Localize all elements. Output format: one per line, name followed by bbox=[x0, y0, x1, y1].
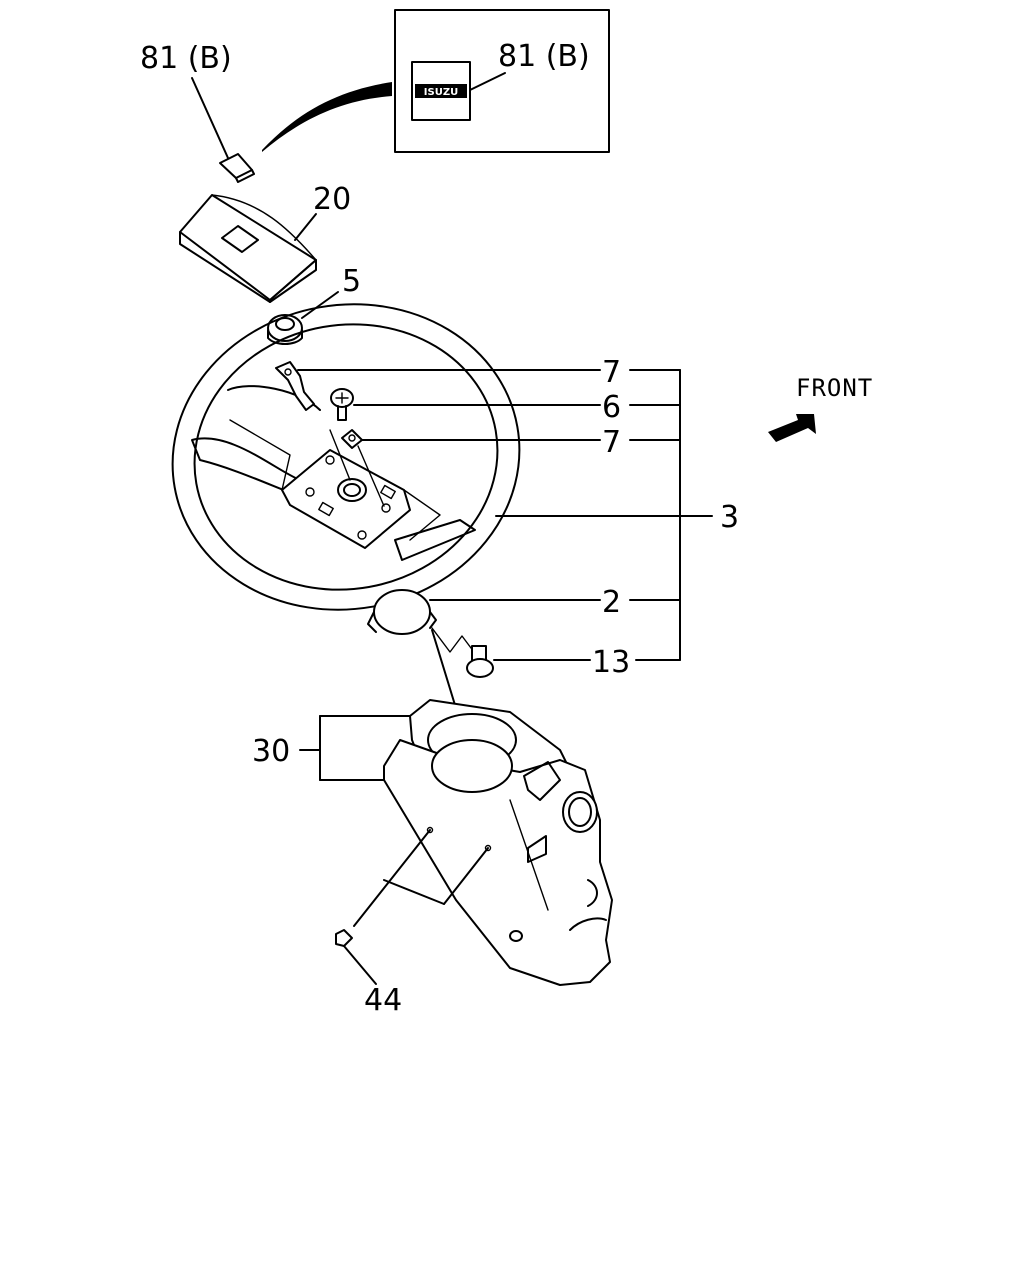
hub-center-ring bbox=[337, 478, 367, 502]
inset-frame bbox=[394, 9, 610, 153]
nut-hole bbox=[275, 317, 295, 331]
label-81b-left: 81 (B) bbox=[140, 41, 232, 76]
screw-cross bbox=[335, 392, 349, 404]
bolt-head bbox=[466, 658, 494, 678]
label-13: 13 bbox=[592, 645, 630, 680]
part-81b-emblem: 81 (B) bbox=[140, 41, 255, 183]
emblem-bar bbox=[415, 84, 467, 98]
lower-cover-latch bbox=[523, 761, 561, 801]
ring-tab-left bbox=[367, 611, 377, 633]
nut-side bbox=[267, 329, 303, 345]
screw-44-head bbox=[335, 929, 353, 947]
lower-cover-opening bbox=[431, 739, 513, 793]
label-6: 6 bbox=[602, 390, 621, 425]
ring-tab-right bbox=[429, 611, 437, 629]
clip-top-hole bbox=[284, 368, 292, 376]
label-30: 30 bbox=[252, 734, 290, 769]
leader-44 bbox=[343, 945, 377, 985]
label-3: 3 bbox=[720, 500, 739, 535]
hub-hole-4 bbox=[357, 530, 367, 540]
wheel-rim-inner bbox=[193, 323, 499, 591]
label-2: 2 bbox=[602, 585, 621, 620]
label-44: 44 bbox=[364, 983, 402, 1018]
part-7-clip-bottom: 7 bbox=[329, 425, 621, 507]
part-13-bolt: 13 bbox=[431, 627, 630, 680]
part-7-clip-top: 7 bbox=[275, 355, 621, 411]
hub-center-hole bbox=[343, 483, 361, 497]
lower-cover-slot bbox=[527, 835, 547, 863]
part-3-steering-wheel: 3 bbox=[171, 303, 739, 611]
wheel-rim-outer bbox=[171, 303, 521, 611]
label-5: 5 bbox=[342, 264, 361, 299]
lower-cover-notch-2 bbox=[569, 917, 607, 931]
lower-cover-crease bbox=[509, 799, 549, 911]
screw-44-guide-2 bbox=[443, 847, 489, 905]
screw-shank bbox=[337, 405, 347, 421]
label-81b-inset: 81 (B) bbox=[498, 39, 590, 74]
group-bracket-right bbox=[629, 369, 681, 661]
hub-slot-1 bbox=[318, 501, 334, 517]
leader-81b-left bbox=[191, 77, 229, 159]
horn-pad-ridge bbox=[211, 194, 317, 261]
clip-bottom-guide-2 bbox=[357, 445, 385, 507]
ring-outer bbox=[373, 589, 431, 635]
hub-hole-2 bbox=[381, 503, 391, 513]
leader-81b-inset bbox=[469, 72, 506, 91]
label-7-top: 7 bbox=[602, 355, 621, 390]
bolt-guide bbox=[431, 627, 475, 653]
front-indicator: FRONT bbox=[768, 374, 873, 442]
lower-cover-side-hole-inner bbox=[568, 797, 592, 827]
emblem-small bbox=[219, 153, 253, 179]
part-30-column-cover: 30 bbox=[252, 699, 613, 986]
part-6-screw: 6 bbox=[330, 388, 621, 425]
arrow-right-icon bbox=[768, 414, 816, 442]
leader-5 bbox=[301, 291, 339, 319]
emblem-logo-text: ISUZU bbox=[424, 87, 458, 98]
part-44-screw: 44 bbox=[335, 826, 492, 1018]
front-label: FRONT bbox=[796, 374, 873, 402]
hub-slot-2 bbox=[380, 484, 396, 500]
part-5-nut: 5 bbox=[267, 264, 361, 345]
hub-hole-1 bbox=[325, 455, 335, 465]
label-7-bottom: 7 bbox=[602, 425, 621, 460]
inset-pointer bbox=[262, 82, 392, 152]
clip-bottom-hole bbox=[348, 434, 356, 442]
clip-bottom-guide-1 bbox=[329, 429, 351, 481]
emblem-inset: ISUZU 81 (B) bbox=[394, 9, 610, 153]
emblem-small-edge bbox=[235, 169, 255, 183]
wheel-spoke-right bbox=[394, 519, 476, 561]
lower-cover-hole bbox=[509, 930, 523, 942]
screw-44-guide-3 bbox=[383, 879, 445, 905]
clip-bottom-body bbox=[341, 429, 363, 449]
label-20: 20 bbox=[313, 182, 351, 217]
screw-44-hole-1 bbox=[426, 826, 434, 834]
horn-pad-window bbox=[221, 225, 259, 253]
screw-44-guide-1 bbox=[353, 829, 431, 927]
leader-20 bbox=[294, 213, 317, 241]
hub-arm-left bbox=[229, 419, 291, 491]
part-20-horn-pad: 20 bbox=[179, 182, 351, 303]
part-2-ring: 2 bbox=[367, 585, 621, 635]
screw-44-hole-2 bbox=[484, 844, 492, 852]
hub-arm-right bbox=[403, 489, 441, 541]
horn-pad-front bbox=[269, 259, 317, 303]
hub-hole-3 bbox=[305, 487, 315, 497]
lower-cover-notch-1 bbox=[587, 879, 598, 907]
